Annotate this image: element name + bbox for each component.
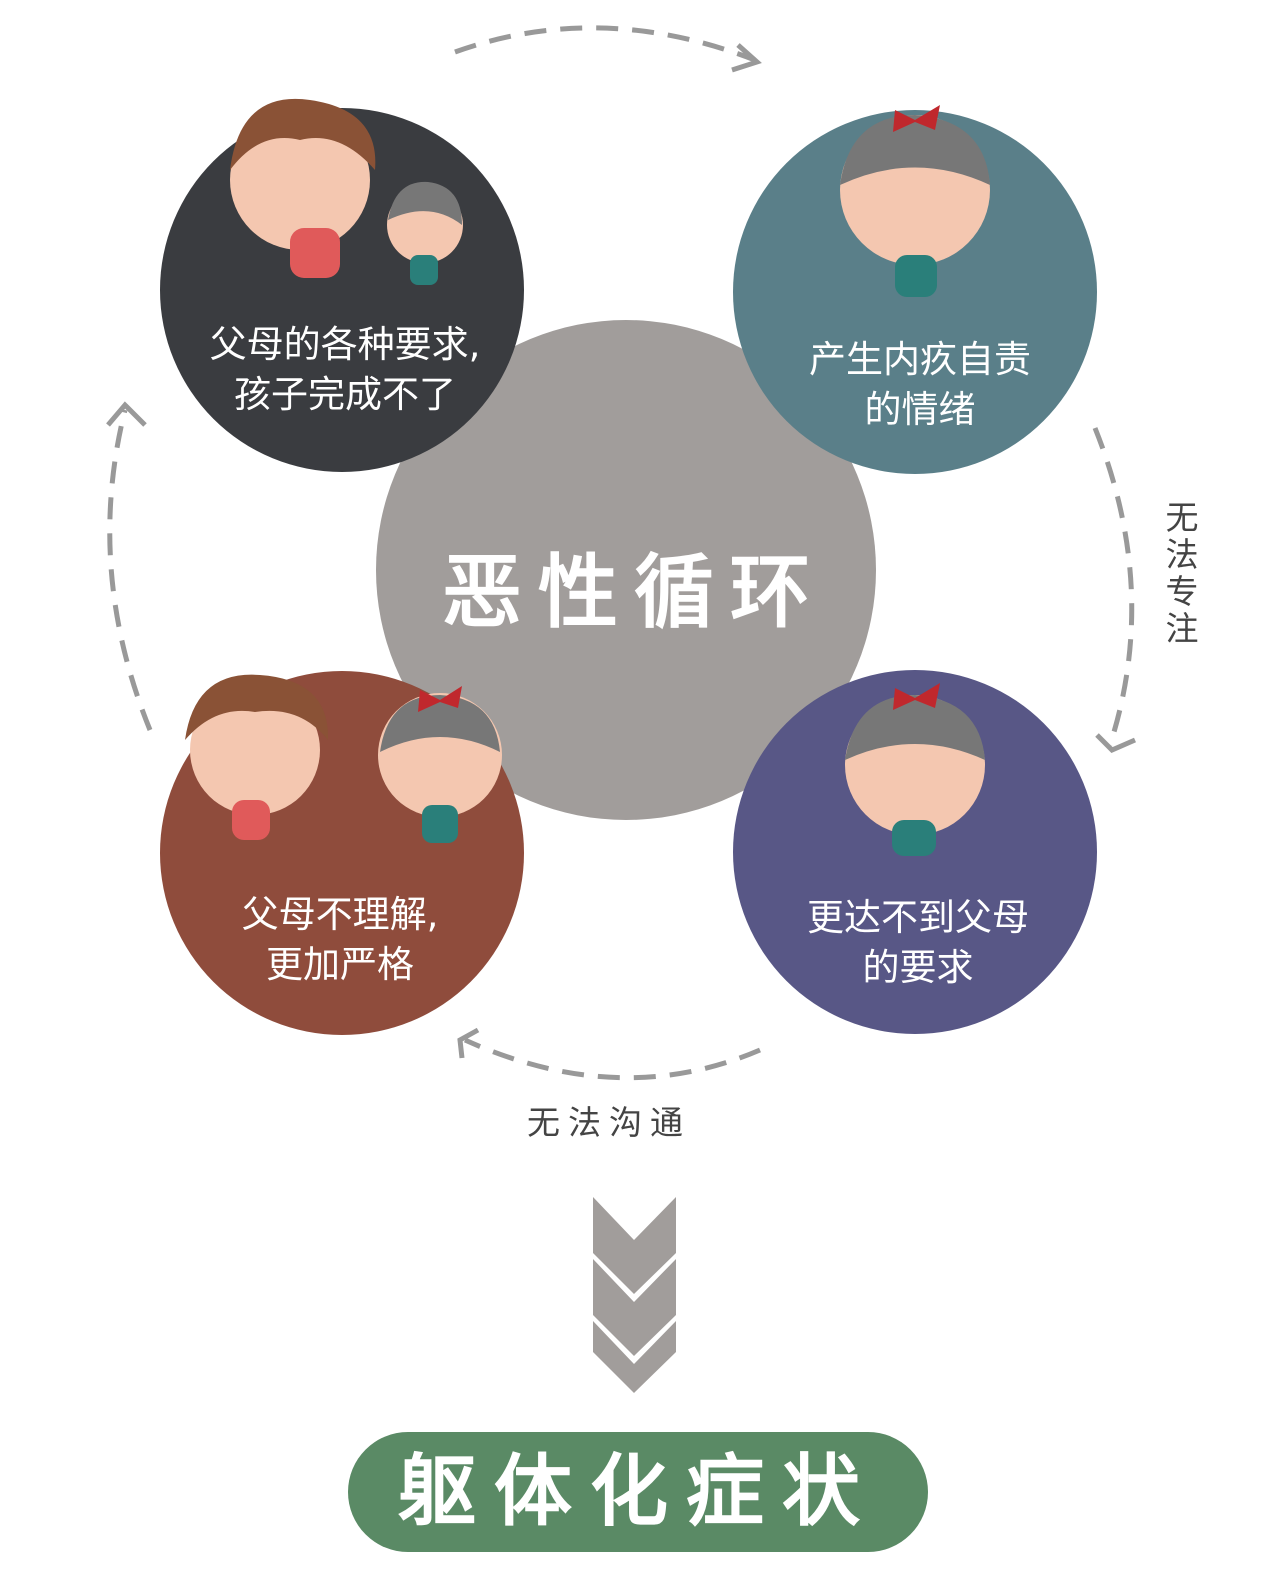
cartoon-mother-icon (185, 674, 329, 840)
stage-text-1: 父母的各种要求, 孩子完成不了 (155, 320, 535, 420)
stage-line: 更达不到父母 (807, 896, 1029, 939)
stage-line: 孩子完成不了 (234, 373, 456, 416)
cartoon-mother-icon (230, 98, 376, 278)
cartoon-child-icon (845, 683, 985, 856)
dashed-arrow-bottom (463, 1037, 761, 1081)
center-title: 恶性循环 (442, 546, 826, 639)
arrow-label-bottom: 无法沟通 (527, 1103, 691, 1142)
stage-text-4: 父母不理解, 更加严格 (150, 890, 530, 990)
dashed-arrow-left (107, 409, 153, 731)
cartoon-child-icon (378, 686, 502, 843)
cartoon-child-icon (840, 105, 990, 297)
stage-text-3: 更达不到父母的要求 (728, 893, 1108, 993)
stage-text-2: 产生内疚自责的情绪 (730, 335, 1110, 435)
stage-line: 产生内疚自责 (809, 338, 1031, 381)
stage-line: 的要求 (862, 946, 974, 989)
arrow-label-right: 无法专注 (1160, 500, 1199, 648)
dashed-arrow-top (454, 25, 756, 63)
stage-line: 更加严格 (266, 943, 414, 986)
stage-line: 的情绪 (864, 388, 976, 431)
stage-line: 父母的各种要求, (209, 323, 481, 366)
result-badge: 躯体化症状 (348, 1432, 928, 1552)
dashed-arrow-right (1092, 427, 1135, 746)
stage-line: 父母不理解, (241, 893, 439, 936)
cartoon-child-icon (387, 181, 463, 285)
